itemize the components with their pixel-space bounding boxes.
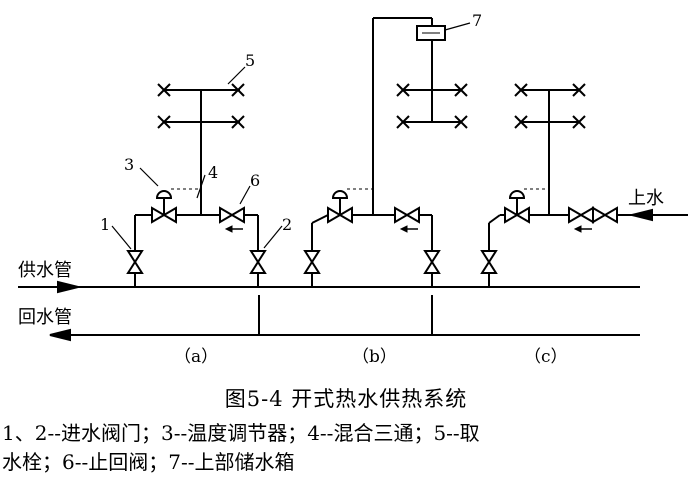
callout-3: 3 (124, 155, 134, 174)
legend-line-2: 水栓；6--止回阀；7--上部储水箱 (2, 450, 295, 474)
tap-cross (157, 83, 245, 129)
heating-system-diagram: 供水管 回水管 上水 （a） （b） （c） 1 2 3 4 5 6 7 (18, 11, 688, 367)
inlet-arrow (631, 208, 653, 222)
system-label-c: （c） (524, 347, 568, 367)
supply-pipe-label: 供水管 (18, 260, 72, 281)
supply-flow-arrow (57, 280, 79, 294)
return-flow-arrow (49, 328, 71, 342)
system-c (480, 83, 688, 287)
system-label-b: （b） (352, 347, 397, 367)
callout-7: 7 (472, 11, 482, 30)
system-b (303, 17, 468, 287)
callout-4: 4 (208, 163, 218, 182)
legend-line-1: 1、2--进水阀门；3--温度调节器；4--混合三通；5--取 (2, 421, 480, 445)
system-a (126, 83, 267, 287)
figure-caption: 图5-4 开式热水供热系统 (224, 387, 468, 411)
system-label-a: （a） (174, 347, 218, 367)
return-pipe-label: 回水管 (18, 307, 72, 328)
callout-5: 5 (245, 51, 255, 70)
inlet-label: 上水 (628, 188, 664, 209)
callout-2: 2 (282, 215, 292, 234)
callout-6: 6 (250, 171, 260, 190)
callout-1: 1 (100, 215, 110, 234)
